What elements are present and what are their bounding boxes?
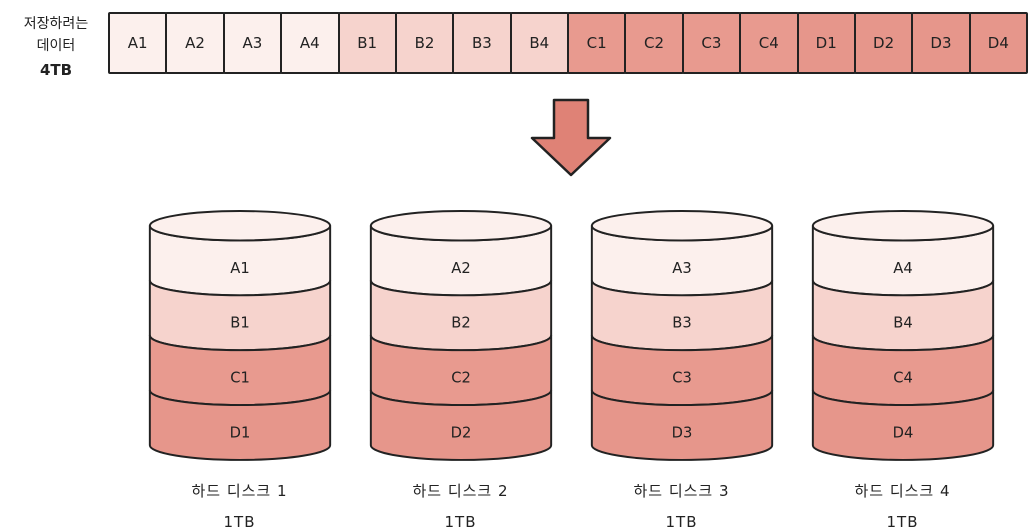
- disk-segment-label: B2: [451, 314, 470, 331]
- stripe-block-b1: B1: [337, 12, 397, 74]
- stripe-block-c2: C2: [624, 12, 684, 74]
- stripe-block-a4: A4: [280, 12, 340, 74]
- disk-segment-d2: [369, 389, 552, 461]
- disk-segment-d3: [590, 389, 773, 461]
- disk-segment-label: C2: [451, 369, 471, 386]
- disk-capacity: 1TB: [444, 512, 477, 531]
- arrow-row: [108, 98, 1034, 178]
- stripe-block-c3: C3: [681, 12, 742, 74]
- source-label-line2: 데이터: [36, 38, 76, 55]
- disk-segment-label: D4: [892, 424, 913, 441]
- source-label-line1: 저장하려는: [23, 16, 89, 32]
- stripe-block-d1: D1: [796, 12, 856, 74]
- stripe-block-c1: C1: [567, 12, 627, 74]
- disk-name: 하드 디스크 2: [412, 481, 509, 500]
- stripe-block-c4: C4: [739, 12, 799, 74]
- stripe-block-d3: D3: [911, 12, 971, 74]
- disk-top-ellipse: [811, 209, 994, 242]
- disk-capacity: 1TB: [886, 512, 919, 531]
- stripe-block-a3: A3: [222, 12, 283, 74]
- disk-segment-d4: [811, 389, 994, 461]
- stripe-block-b2: B2: [394, 12, 455, 74]
- disk-segment-label: B4: [893, 314, 912, 331]
- disk-name: 하드 디스크 3: [633, 481, 730, 500]
- disk-segment-label: C4: [893, 369, 913, 386]
- disk-segment-label: C3: [672, 369, 692, 386]
- stripe-block-a1: A1: [108, 12, 168, 74]
- disk-segment-label: B3: [672, 314, 691, 331]
- source-data-label: 저장하려는 데이터 4TB: [4, 12, 108, 82]
- stripe-block-a2: A2: [165, 12, 225, 74]
- disk-segment-d1: [148, 389, 331, 461]
- disk-name: 하드 디스크 1: [191, 481, 288, 500]
- disk-segment-label: A3: [672, 260, 691, 277]
- disk-top-ellipse: [369, 209, 552, 242]
- disk-segment-label: A2: [451, 260, 470, 277]
- stripe-block-b4: B4: [509, 12, 569, 74]
- disk-segment-label: D2: [450, 424, 471, 441]
- disk-segment-label: A4: [893, 260, 912, 277]
- stripe-block-b3: B3: [452, 12, 512, 74]
- stripe-block-d2: D2: [853, 12, 914, 74]
- disk-top-ellipse: [590, 209, 773, 242]
- disk-capacity: 1TB: [665, 512, 698, 531]
- disk-name: 하드 디스크 4: [854, 481, 951, 500]
- source-total-size: 4TB: [39, 60, 73, 79]
- disk-segment-label: B1: [230, 314, 249, 331]
- down-arrow-shape: [530, 98, 612, 177]
- disk-top-ellipse: [148, 209, 331, 242]
- stripe-block-d4: D4: [968, 12, 1028, 74]
- down-arrow-icon: [530, 98, 612, 177]
- disk-segment-label: A1: [230, 260, 249, 277]
- disk-segment-label: C1: [230, 369, 250, 386]
- disk-segment-label: D3: [671, 424, 692, 441]
- disk-segment-label: D1: [229, 424, 250, 441]
- disk-capacity: 1TB: [223, 512, 256, 531]
